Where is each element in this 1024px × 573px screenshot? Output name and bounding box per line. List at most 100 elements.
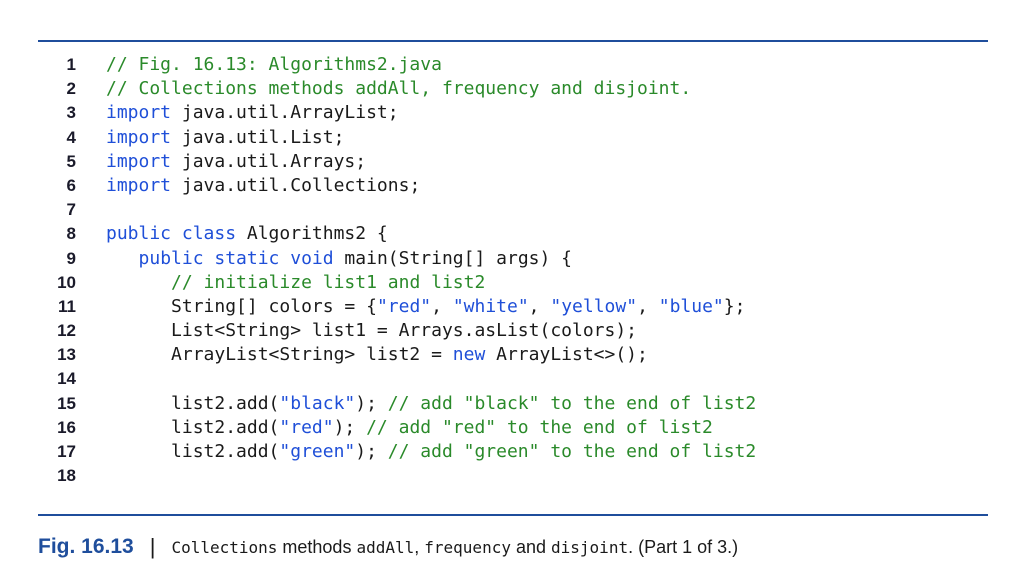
code-text: import java.util.Collections; (106, 174, 420, 198)
code-token: "yellow" (550, 295, 638, 317)
line-number: 12 (57, 321, 76, 341)
code-line: 10 // initialize list1 and list2 (38, 271, 988, 295)
code-token: Algorithms2 { (236, 223, 388, 245)
line-number: 1 (66, 55, 76, 74)
code-line: 9 public static void main(String[] args)… (38, 247, 988, 271)
code-text: list2.add("black"); // add "black" to th… (106, 392, 756, 416)
code-token: import (106, 150, 172, 172)
code-token: "blue" (658, 295, 724, 317)
line-number: 10 (57, 272, 76, 292)
code-line: 4 import java.util.List; (38, 126, 988, 150)
code-token: public class (106, 223, 237, 245)
line-number: 7 (66, 200, 76, 220)
code-token: List<String> list1 = Arrays.asList(color… (106, 320, 638, 342)
code-token: "red" (279, 416, 334, 438)
code-listing: 1 // Fig. 16.13: Algorithms2.java 2 // Coll… (38, 53, 988, 488)
bottom-rule (38, 514, 988, 516)
code-token: // add "red" to the end of list2 (366, 416, 713, 438)
code-text: // initialize list1 and list2 (106, 271, 485, 295)
code-token: // add "green" to the end of list2 (387, 441, 757, 462)
code-text: import java.util.ArrayList; (106, 101, 399, 125)
code-line: 2 // Collections methods addAll, frequenc… (38, 77, 988, 101)
code-text: ArrayList<String> list2 = new ArrayList<… (106, 343, 648, 367)
code-token: java.util.List; (171, 126, 345, 148)
code-token: , (431, 295, 453, 317)
code-token: import (106, 102, 172, 124)
code-token: new (452, 344, 486, 366)
code-line: 14 (38, 367, 988, 391)
line-number: 11 (58, 296, 76, 316)
line-number: 5 (66, 151, 76, 171)
code-token: ); (355, 441, 388, 462)
caption-code-term: Collections (171, 537, 278, 557)
code-token: java.util.Arrays; (171, 150, 367, 172)
code-token (106, 272, 171, 293)
line-number: 8 (66, 224, 76, 244)
line-number: 17 (57, 442, 76, 461)
code-line: 13 ArrayList<String> list2 = new ArrayLi… (38, 343, 988, 367)
code-text: String[] colors = {"red", "white", "yell… (106, 295, 745, 319)
caption-code-term: disjoint (551, 537, 629, 557)
line-number: 14 (57, 369, 76, 389)
caption-word: , (414, 536, 425, 557)
code-text: // Fig. 16.13: Algorithms2.java (106, 53, 442, 77)
code-token: main(String[] args) { (333, 247, 573, 269)
code-token: list2.add( (106, 392, 280, 414)
top-rule (38, 40, 988, 42)
code-token: }; (723, 295, 746, 317)
code-token: import (106, 126, 172, 148)
code-token: , (637, 295, 659, 317)
code-line: 6 import java.util.Collections; (38, 174, 988, 198)
code-token: ArrayList<>(); (485, 344, 648, 366)
code-line: 17 list2.add("green"); // add "green" to… (38, 440, 988, 464)
code-line: 16 list2.add("red"); // add "red" to the… (38, 416, 988, 440)
code-line: 12 List<String> list1 = Arrays.asList(co… (38, 319, 988, 343)
code-token: import (106, 174, 172, 196)
code-text: list2.add("green"); // add "green" to th… (106, 440, 756, 464)
line-number: 15 (57, 393, 76, 413)
line-number: 2 (66, 79, 76, 99)
line-number: 13 (57, 345, 76, 365)
code-token: String[] colors = { (106, 295, 377, 317)
line-number: 6 (66, 175, 76, 195)
line-number: 4 (66, 127, 76, 147)
line-number: 18 (57, 466, 76, 486)
caption-code-term: frequency (424, 537, 511, 557)
code-token: // Fig. 16.13: Algorithms2.java (106, 54, 442, 75)
code-token: java.util.Collections; (171, 174, 421, 196)
code-token: // Collections methods addAll, frequency… (106, 78, 692, 100)
code-line: 11 String[] colors = {"red", "white", "y… (38, 295, 988, 319)
code-text: List<String> list1 = Arrays.asList(color… (106, 319, 637, 343)
figure-label: Fig. 16.13 (38, 535, 134, 558)
code-token: // add "black" to the end of list2 (387, 392, 757, 414)
code-token: // initialize list1 and list2 (171, 271, 486, 293)
code-text: import java.util.Arrays; (106, 150, 366, 174)
code-token: ); (355, 392, 388, 414)
code-token: list2.add( (106, 441, 280, 462)
code-token: , (528, 295, 551, 317)
code-text: list2.add("red"); // add "red" to the en… (106, 416, 713, 440)
code-token: ); (333, 416, 367, 438)
code-token: "green" (279, 441, 356, 462)
code-text: // Collections methods addAll, frequency… (106, 77, 691, 101)
code-text: public class Algorithms2 { (106, 222, 388, 246)
code-token: "white" (452, 295, 529, 317)
code-line: 18 (38, 464, 988, 488)
code-line: 8 public class Algorithms2 { (38, 222, 988, 246)
code-text: import java.util.List; (106, 126, 344, 150)
code-line: 5 import java.util.Arrays; (38, 150, 988, 174)
code-line: 1 // Fig. 16.13: Algorithms2.java (38, 53, 988, 77)
code-text: public static void main(String[] args) { (106, 247, 573, 271)
code-token (106, 248, 139, 269)
line-number: 9 (66, 248, 76, 268)
caption-separator: | (149, 534, 156, 559)
caption-text: Collections methods addAll, frequency an… (171, 537, 738, 558)
code-line: 7 (38, 198, 988, 222)
caption-word: methods (277, 536, 357, 557)
code-token: java.util.ArrayList; (171, 102, 399, 124)
code-token: "black" (279, 392, 356, 414)
code-token: public static void (138, 247, 334, 269)
code-line: 15 list2.add("black"); // add "black" to… (38, 392, 988, 416)
code-token: ArrayList<String> list2 = (106, 344, 453, 366)
